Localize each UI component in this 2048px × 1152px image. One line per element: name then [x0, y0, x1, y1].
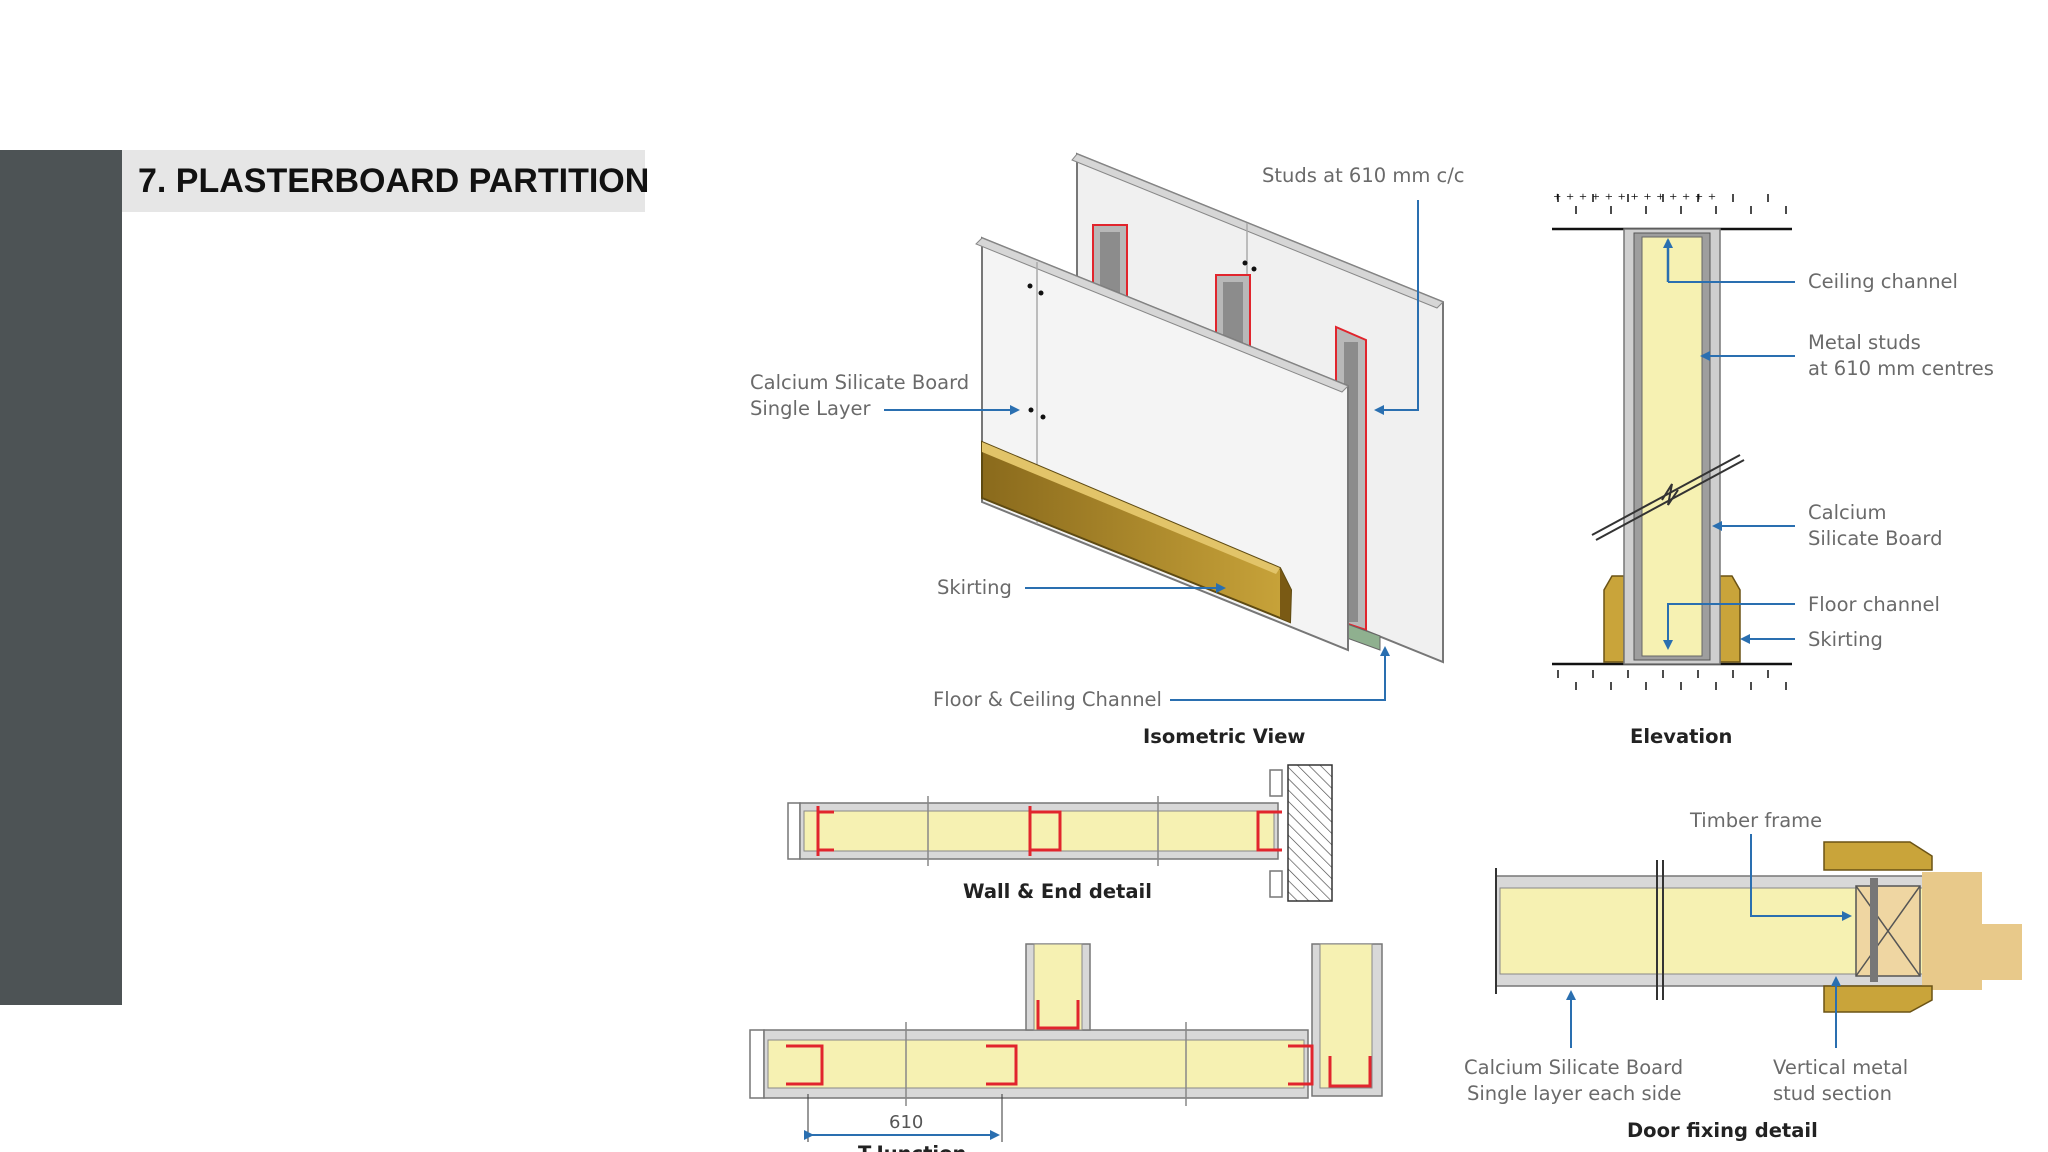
label-vertical-stud-line1: Vertical metal [1773, 1056, 1908, 1079]
slide-title: 7. PLASTERBOARD PARTITION [138, 162, 650, 200]
label-metal-studs-line1: Metal studs [1808, 331, 1921, 354]
door-fixing-detail: Timber frame Calcium Silicate Board Sing… [1464, 809, 2022, 1142]
label-skirting: Skirting [937, 576, 1012, 599]
dimension-610: 610 [889, 1112, 923, 1133]
label-floor-channel: Floor channel [1808, 593, 1940, 616]
svg-text:⁺ ⁺ ⁺ ⁺ ⁺ ⁺ ⁺ ⁺ ⁺ ⁺ ⁺ ⁺ ⁺: ⁺ ⁺ ⁺ ⁺ ⁺ ⁺ ⁺ ⁺ ⁺ ⁺ ⁺ ⁺ ⁺ [1553, 192, 1716, 209]
label-studs: Studs at 610 mm c/c [1262, 164, 1465, 187]
label-calcium-line2: Silicate Board [1808, 527, 1942, 550]
label-board-line1: Calcium Silicate Board [750, 371, 969, 394]
label-door-board-line1: Calcium Silicate Board [1464, 1056, 1683, 1079]
label-ceiling-channel: Ceiling channel [1808, 270, 1958, 293]
label-elevation-skirting: Skirting [1808, 628, 1883, 651]
sidebar-panel [0, 150, 122, 1005]
caption-door-fixing: Door fixing detail [1627, 1119, 1818, 1142]
caption-elevation: Elevation [1630, 725, 1732, 748]
label-vertical-stud-line2: stud section [1773, 1082, 1892, 1105]
label-timber-frame: Timber frame [1689, 809, 1822, 832]
label-channel: Floor & Ceiling Channel [933, 688, 1162, 711]
plan-detail: 610 T-Junction [749, 943, 1383, 1152]
label-calcium-line1: Calcium [1808, 501, 1886, 524]
label-metal-studs-line2: at 610 mm centres [1808, 357, 1994, 380]
caption-isometric: Isometric View [1143, 725, 1305, 748]
skirting-board [981, 440, 1293, 624]
wall-end-detail: Wall & End detail [787, 764, 1333, 903]
elevation-view: ⁺ ⁺ ⁺ ⁺ ⁺ ⁺ ⁺ ⁺ ⁺ ⁺ ⁺ ⁺ ⁺ [1552, 192, 1994, 748]
label-board-line2: Single Layer [750, 397, 871, 420]
title-bar: 7. PLASTERBOARD PARTITION [122, 150, 649, 212]
caption-tjunction: T-Junction [858, 1142, 966, 1152]
label-door-board-line2: Single layer each side [1467, 1082, 1681, 1105]
isometric-view: Studs at 610 mm c/c Calcium Silicate Boa… [750, 152, 1465, 748]
caption-wall-end: Wall & End detail [963, 880, 1152, 903]
